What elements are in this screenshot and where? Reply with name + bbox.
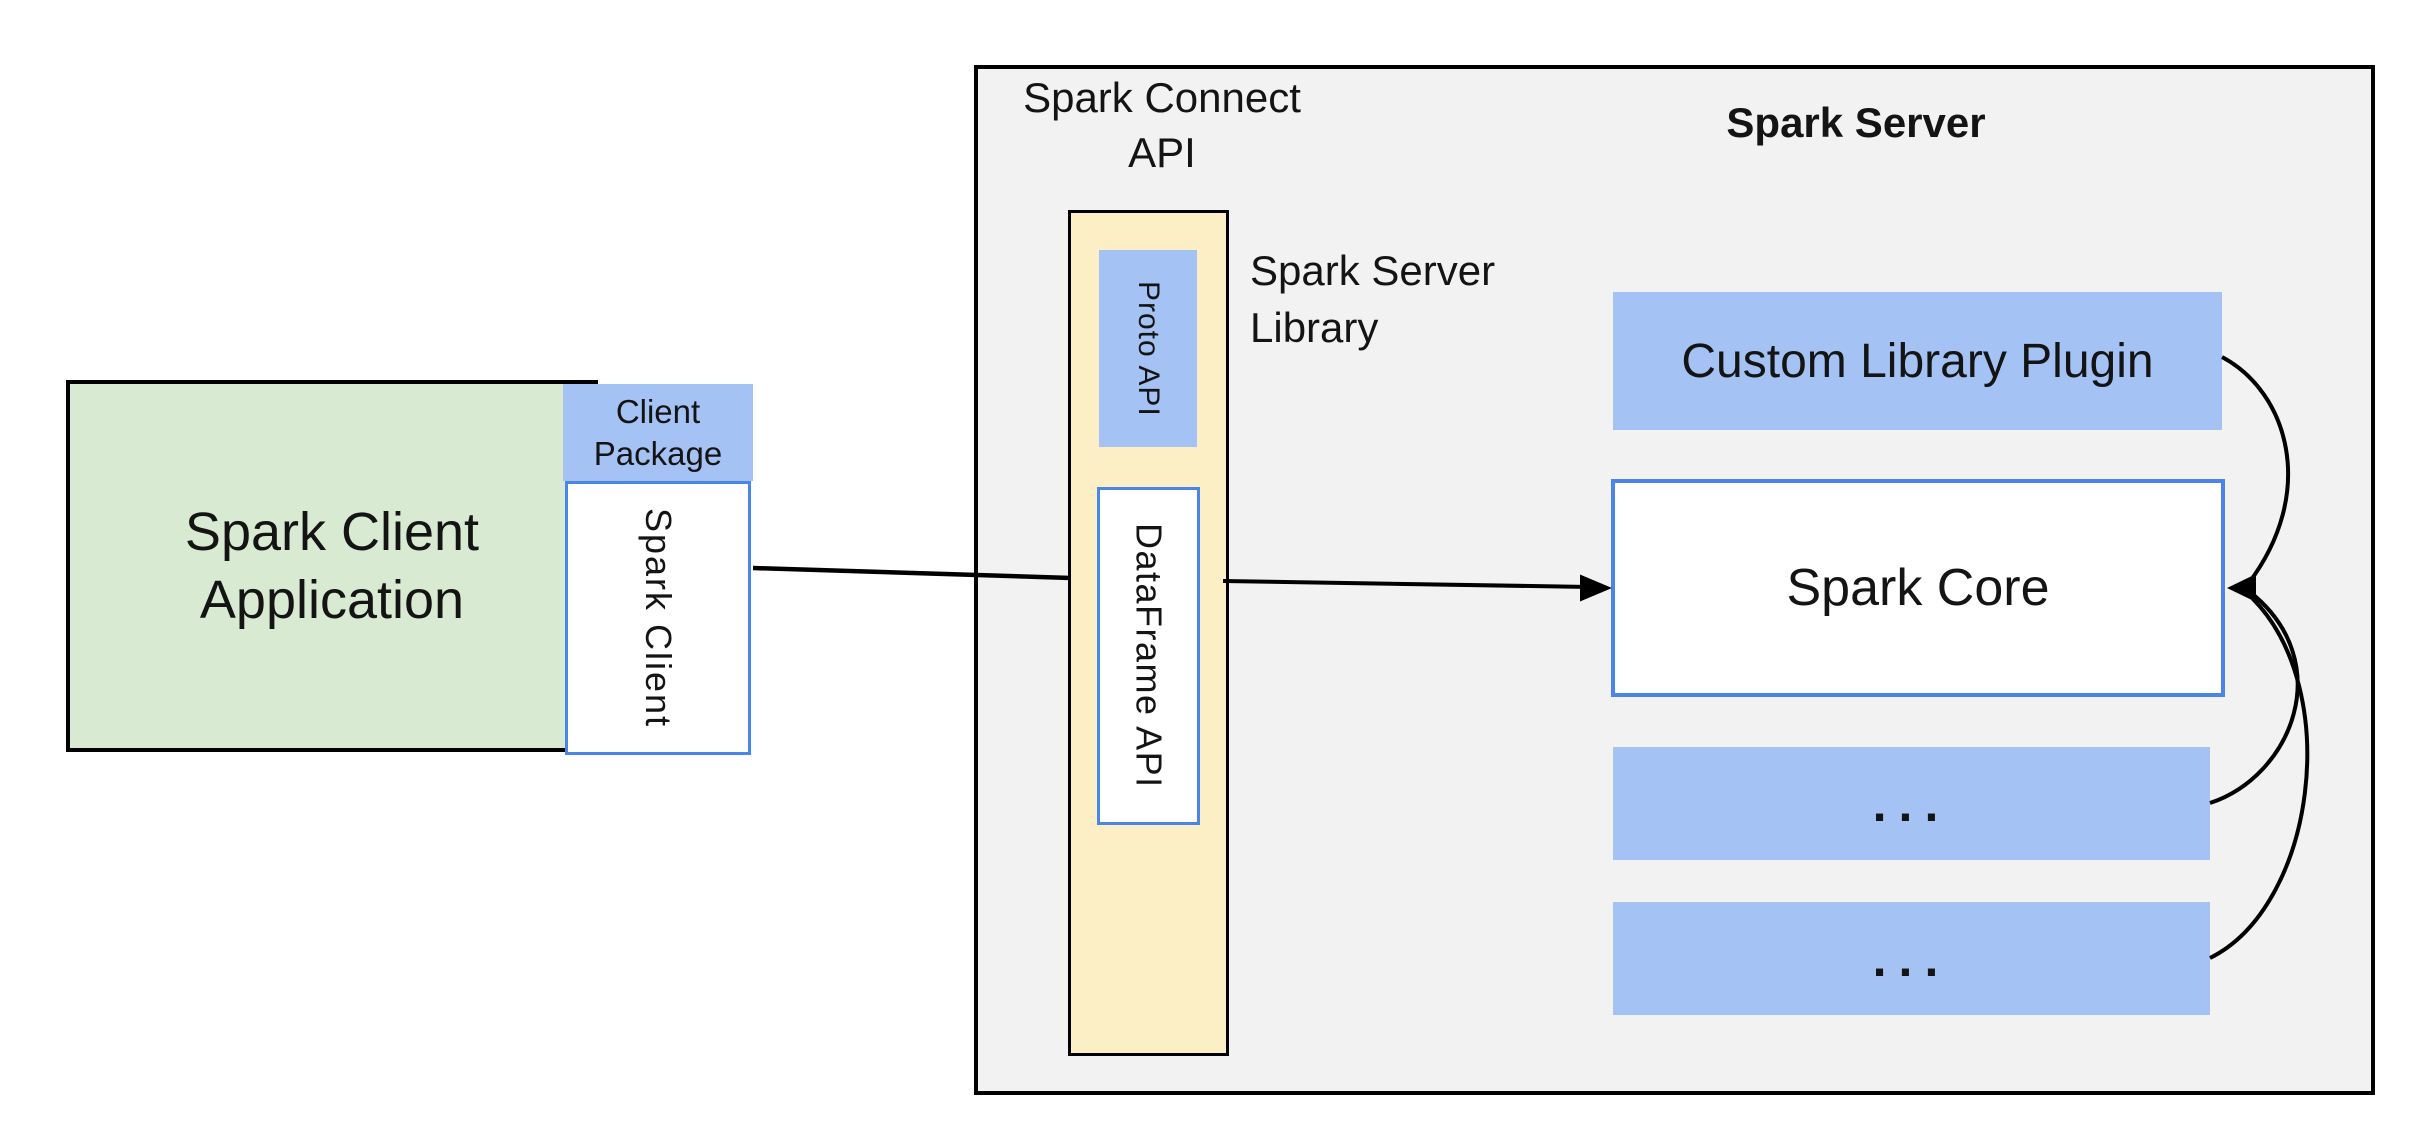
spark-core-box: Spark Core (1611, 479, 2225, 697)
client-package-line2: Package (593, 434, 723, 472)
spark-server-title: Spark Server (1726, 99, 1986, 146)
spark-core-label: Spark Core (1786, 559, 2050, 617)
spark-client-label: Spark Client (638, 507, 679, 729)
dataframe-api-box: DataFrame API (1097, 487, 1200, 825)
spark-server-library-line1: Spark Server (1250, 247, 1496, 294)
spark-server-library-label: Spark Server Library (1250, 242, 1580, 356)
client-package-line1: Client (615, 392, 701, 430)
spark-client-box: Spark Client (565, 481, 751, 755)
dataframe-api-label: DataFrame API (1128, 523, 1170, 789)
custom-library-plugin-label: Custom Library Plugin (1681, 334, 2154, 388)
proto-api-label: Proto API (1132, 280, 1165, 417)
client-package-label: Client Package (594, 391, 722, 475)
spark-connect-api-label: Spark Connect API (990, 70, 1334, 180)
plugin-placeholder-box-1: ... (1613, 747, 2210, 860)
spark-client-application-line2: Application (199, 570, 465, 630)
placeholder-ellipsis-1: ... (1872, 775, 1951, 832)
custom-library-plugin-box: Custom Library Plugin (1613, 292, 2222, 430)
proto-api-box: Proto API (1099, 250, 1197, 447)
plugin-placeholder-box-2: ... (1613, 902, 2210, 1015)
spark-client-application-line1: Spark Client (184, 502, 480, 562)
spark-client-application-box: Spark Client Application (66, 380, 598, 752)
spark-server-library-line2: Library (1250, 304, 1379, 351)
placeholder-ellipsis-2: ... (1872, 930, 1951, 987)
spark-connect-api-line1: Spark Connect (1023, 74, 1301, 121)
spark-connect-api-line2: API (1128, 129, 1196, 176)
spark-client-application-label: Spark Client Application (185, 498, 479, 634)
client-package-box: Client Package (563, 384, 753, 481)
